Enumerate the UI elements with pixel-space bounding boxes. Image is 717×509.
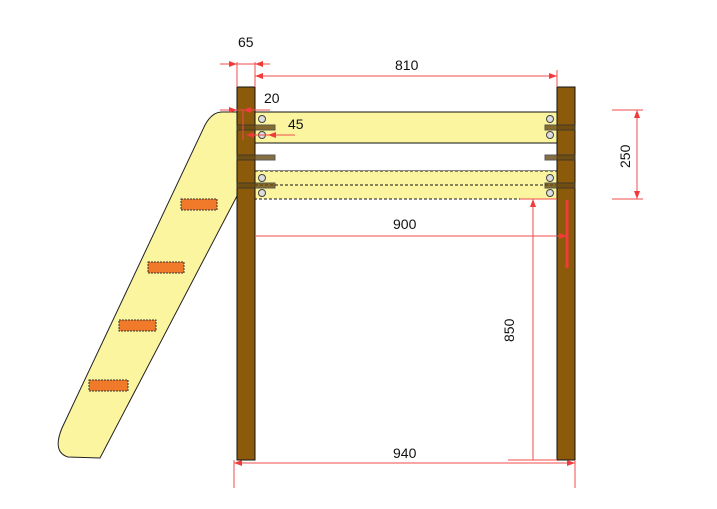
dim-inner-span: 810: [255, 57, 558, 87]
dim-post-width: 65: [220, 34, 270, 87]
ladder-steps: [88, 198, 218, 392]
dim-offset: 20: [220, 90, 280, 140]
ladder-step: [118, 319, 157, 332]
middle-gap: [254, 142, 558, 172]
dim-label-65: 65: [238, 34, 254, 50]
dim-rail-inset: 45: [246, 116, 304, 138]
dim-label-940: 940: [393, 445, 417, 461]
dim-label-20: 20: [264, 90, 280, 106]
dim-label-900: 900: [393, 216, 417, 232]
ladder-step: [180, 198, 218, 211]
ladder-stringer: [57, 111, 238, 459]
dim-label-250: 250: [617, 144, 633, 168]
ladder-step: [88, 379, 129, 392]
dim-ladder-span: 900: [255, 216, 567, 239]
dim-label-810: 810: [395, 57, 419, 73]
left-post: [236, 86, 256, 461]
dim-rail-height: 250: [612, 109, 643, 200]
ladder-step: [147, 261, 185, 274]
bolt-holes: [258, 115, 554, 197]
dim-label-45: 45: [288, 116, 304, 132]
right-post: [556, 86, 576, 461]
top-rail: [254, 111, 558, 144]
dim-clear-height: 850: [501, 198, 557, 461]
dim-overall-width: 940: [233, 445, 576, 488]
dim-label-850: 850: [501, 318, 517, 342]
